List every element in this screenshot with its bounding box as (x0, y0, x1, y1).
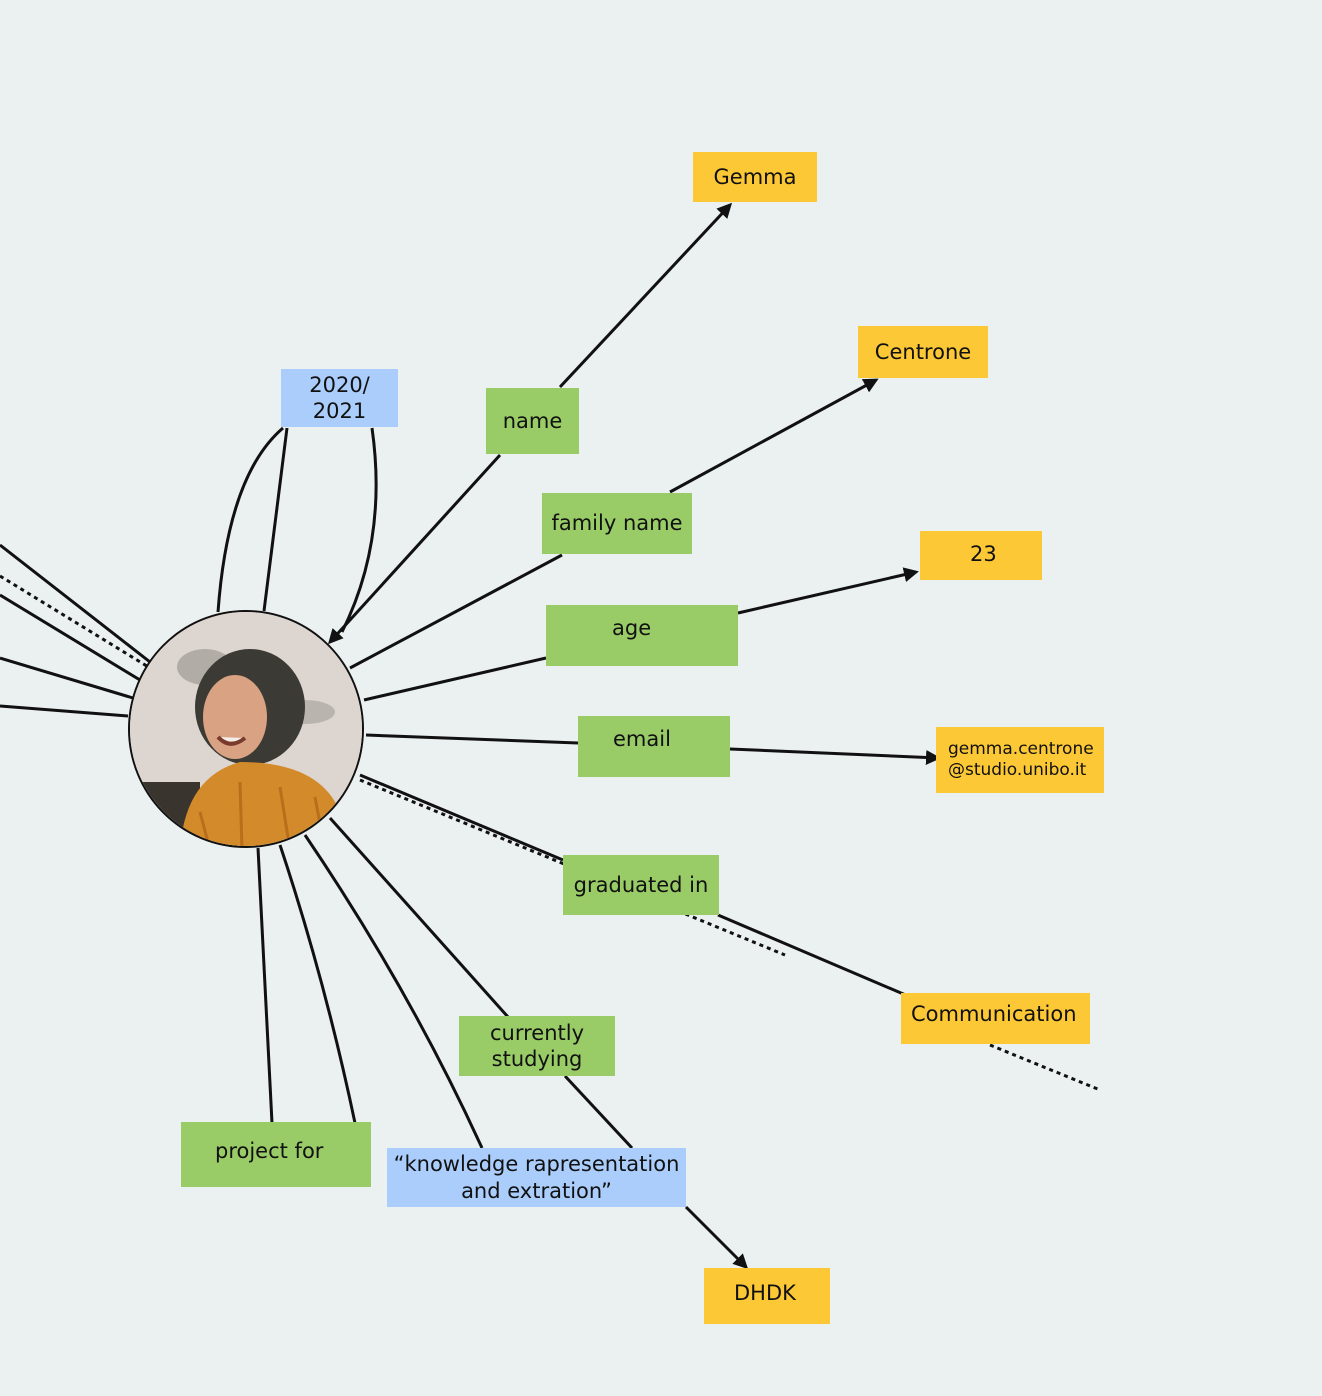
edge-familyname-to-centrone (669, 378, 879, 494)
edge-year-curve-right (340, 427, 378, 633)
edge-graduated-to-communication (717, 913, 909, 998)
edge-name-to-subject (327, 453, 502, 645)
course-entity-box: “knowledge rapresentation and extration” (387, 1148, 686, 1207)
edge-subject-to-age (363, 656, 547, 702)
edge-age-to-23 (737, 567, 919, 615)
dashed-left (0, 574, 151, 670)
email-line2: @studio.unibo.it (948, 760, 1087, 780)
edge-studying-to-dhdk (563, 1074, 634, 1150)
property-name: name (486, 388, 579, 454)
property-family-name: family name (542, 493, 692, 554)
edge-subject-to-studying (328, 816, 510, 1019)
currently-studying-line2: studying (491, 1047, 583, 1071)
edge-subject-to-familyname (349, 553, 563, 670)
property-email: email (578, 716, 730, 777)
edge-course-to-dhdk (684, 1205, 749, 1270)
course-line1: “knowledge rapresentation (393, 1152, 680, 1177)
year-entity-box: 2020/ 2021 (281, 369, 398, 427)
edge-subject-to-email (365, 733, 579, 745)
edge-subject-to-course (303, 834, 484, 1149)
edge-left-3 (0, 656, 134, 700)
edge-subject-to-projectfor-1 (256, 847, 274, 1124)
value-communication: Communication (901, 993, 1090, 1044)
course-line2: and extration” (461, 1178, 612, 1203)
value-centrone: Centrone (858, 326, 988, 378)
edge-year-straight (262, 427, 289, 612)
dashed-right-2 (989, 1043, 1101, 1092)
property-currently-studying: currently studying (459, 1016, 615, 1076)
value-age: 23 (920, 531, 1042, 580)
edge-left-2 (0, 593, 141, 682)
value-gemma: Gemma (693, 152, 817, 202)
property-project-for: project for (181, 1122, 371, 1187)
person-photo-icon (128, 610, 364, 848)
edge-name-to-gemma (558, 202, 733, 389)
property-age: age (546, 605, 738, 666)
edge-subject-to-projectfor-2 (278, 844, 357, 1124)
value-email: gemma.centrone @studio.unibo.it (936, 727, 1104, 793)
edge-email-to-value (729, 747, 941, 765)
currently-studying-line1: currently (489, 1020, 585, 1045)
property-graduated-in: graduated in (563, 855, 719, 915)
edge-subject-to-graduated (359, 773, 564, 862)
email-line1: gemma.centrone (948, 738, 1094, 759)
edge-year-curve-left (216, 426, 284, 613)
value-dhdk: DHDK (704, 1268, 830, 1324)
year-line2: 2021 (312, 399, 367, 423)
edge-left-1 (0, 543, 151, 664)
year-line1: 2020/ (309, 372, 370, 397)
edge-left-4 (0, 704, 129, 718)
